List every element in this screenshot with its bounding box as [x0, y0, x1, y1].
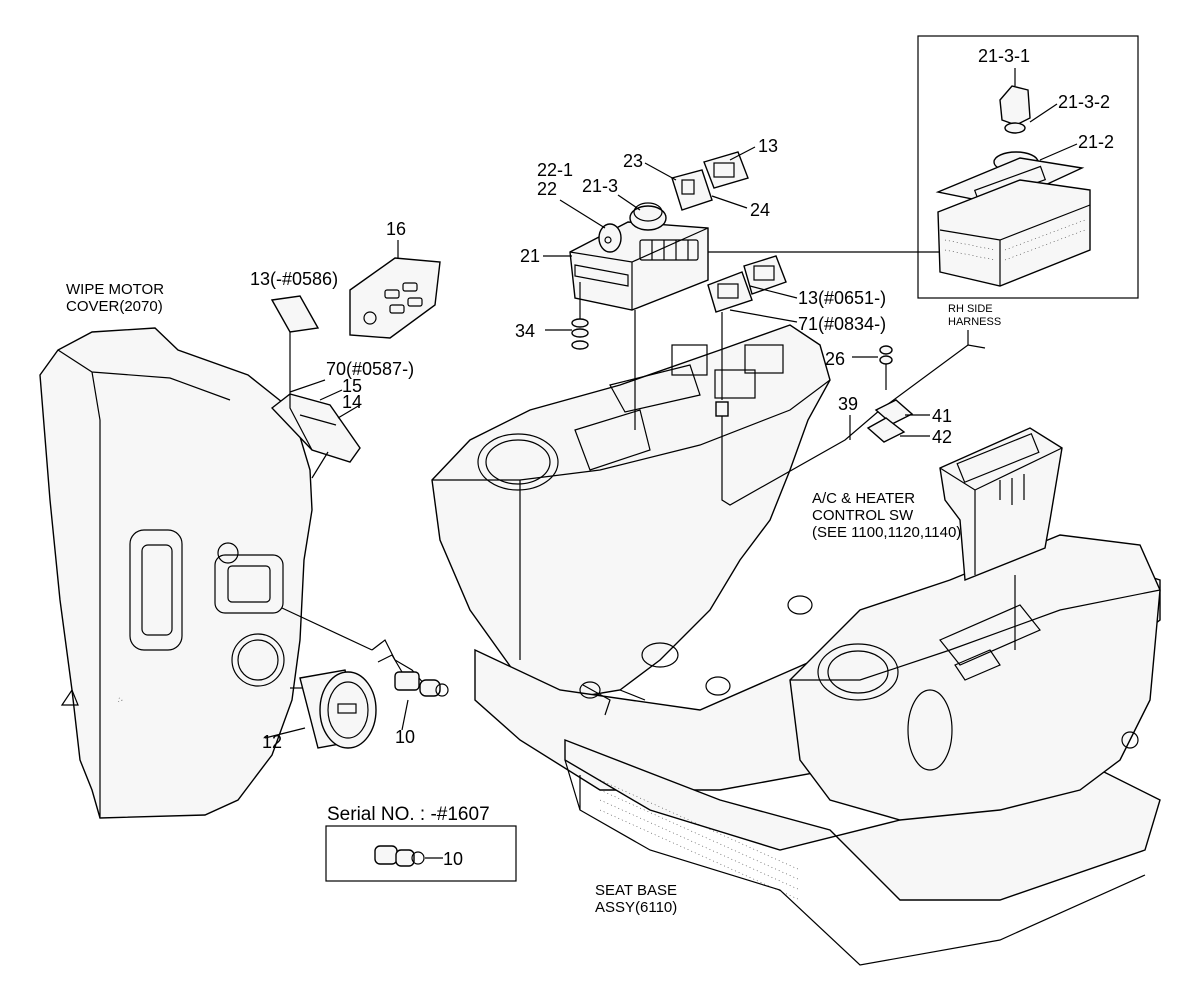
- bolt-26: [879, 345, 893, 390]
- bolt-34: [571, 282, 589, 350]
- inset-knob-21-3-1: [999, 85, 1031, 134]
- ac-heater-control-switch: [939, 427, 1063, 582]
- inset-control-box: [937, 179, 1091, 287]
- seat-base-label: SEAT BASE: [595, 882, 677, 899]
- callout-21-3: 21-3: [582, 176, 618, 196]
- callout-22: 22: [537, 179, 557, 199]
- ac-heater-label-3: (SEE 1100,1120,1140): [812, 524, 961, 541]
- callout-34: 34: [515, 321, 535, 341]
- callout-10: 10: [395, 727, 415, 747]
- callout-13-0586: 13(-#0586): [250, 269, 338, 289]
- callout-22-1: 22-1: [537, 160, 573, 180]
- ac-heater-label-2: CONTROL SW: [812, 507, 914, 524]
- switch-13-top: [703, 151, 749, 189]
- callout-21: 21: [520, 246, 540, 266]
- callout-26: 26: [825, 349, 845, 369]
- callout-23: 23: [623, 151, 643, 171]
- rh-harness-label-2: HARNESS: [948, 316, 1001, 328]
- callout-41: 41: [932, 406, 952, 426]
- serial-box: [325, 825, 517, 882]
- callout-12: 12: [262, 732, 282, 752]
- serial-callout-10: 10: [443, 849, 463, 869]
- wipe-motor-cover: [39, 327, 313, 819]
- callout-39: 39: [838, 394, 858, 414]
- hour-meter-12: [290, 669, 377, 749]
- callout-70: 70(#0587-): [326, 359, 414, 379]
- bracket-42: [866, 417, 906, 443]
- wipe-motor-cover-label: WIPE MOTOR: [66, 281, 164, 298]
- callout-24: 24: [750, 200, 770, 220]
- serial-lighter: [374, 845, 425, 867]
- callout-14: 14: [342, 392, 362, 412]
- ac-heater-label: A/C & HEATER: [812, 490, 915, 507]
- callout-21-2: 21-2: [1078, 132, 1114, 152]
- switch-block-15: [270, 393, 361, 463]
- callout-15: 15: [342, 376, 362, 396]
- callout-21-3-2: 21-3-2: [1058, 92, 1110, 112]
- switch-13-0651: [707, 255, 787, 313]
- detail-inset-box: [917, 35, 1139, 299]
- callout-13: 13: [758, 136, 778, 156]
- rh-harness-label: RH SIDE: [948, 303, 993, 315]
- control-box-21: [569, 221, 709, 311]
- switch-panel-16: [349, 257, 441, 339]
- wipe-motor-cover-label-2: COVER(2070): [66, 298, 163, 315]
- switch-23: [671, 169, 713, 211]
- key-switch-22: [598, 223, 622, 253]
- cover-strip-13: [270, 295, 320, 333]
- callout-21-3-1: 21-3-1: [978, 46, 1030, 66]
- callout-71: 71(#0834-): [798, 314, 886, 334]
- rotary-knob-21-3: [629, 202, 667, 231]
- callout-16: 16: [386, 219, 406, 239]
- seat-base: [564, 738, 1161, 966]
- seat-base-label-2: ASSY(6110): [595, 899, 677, 916]
- left-console: [431, 324, 831, 701]
- serial-title: Serial NO. : -#1607: [327, 804, 490, 825]
- callout-13-0651: 13(#0651-): [798, 288, 886, 308]
- cigar-lighter-10: [281, 607, 449, 697]
- callout-42: 42: [932, 427, 952, 447]
